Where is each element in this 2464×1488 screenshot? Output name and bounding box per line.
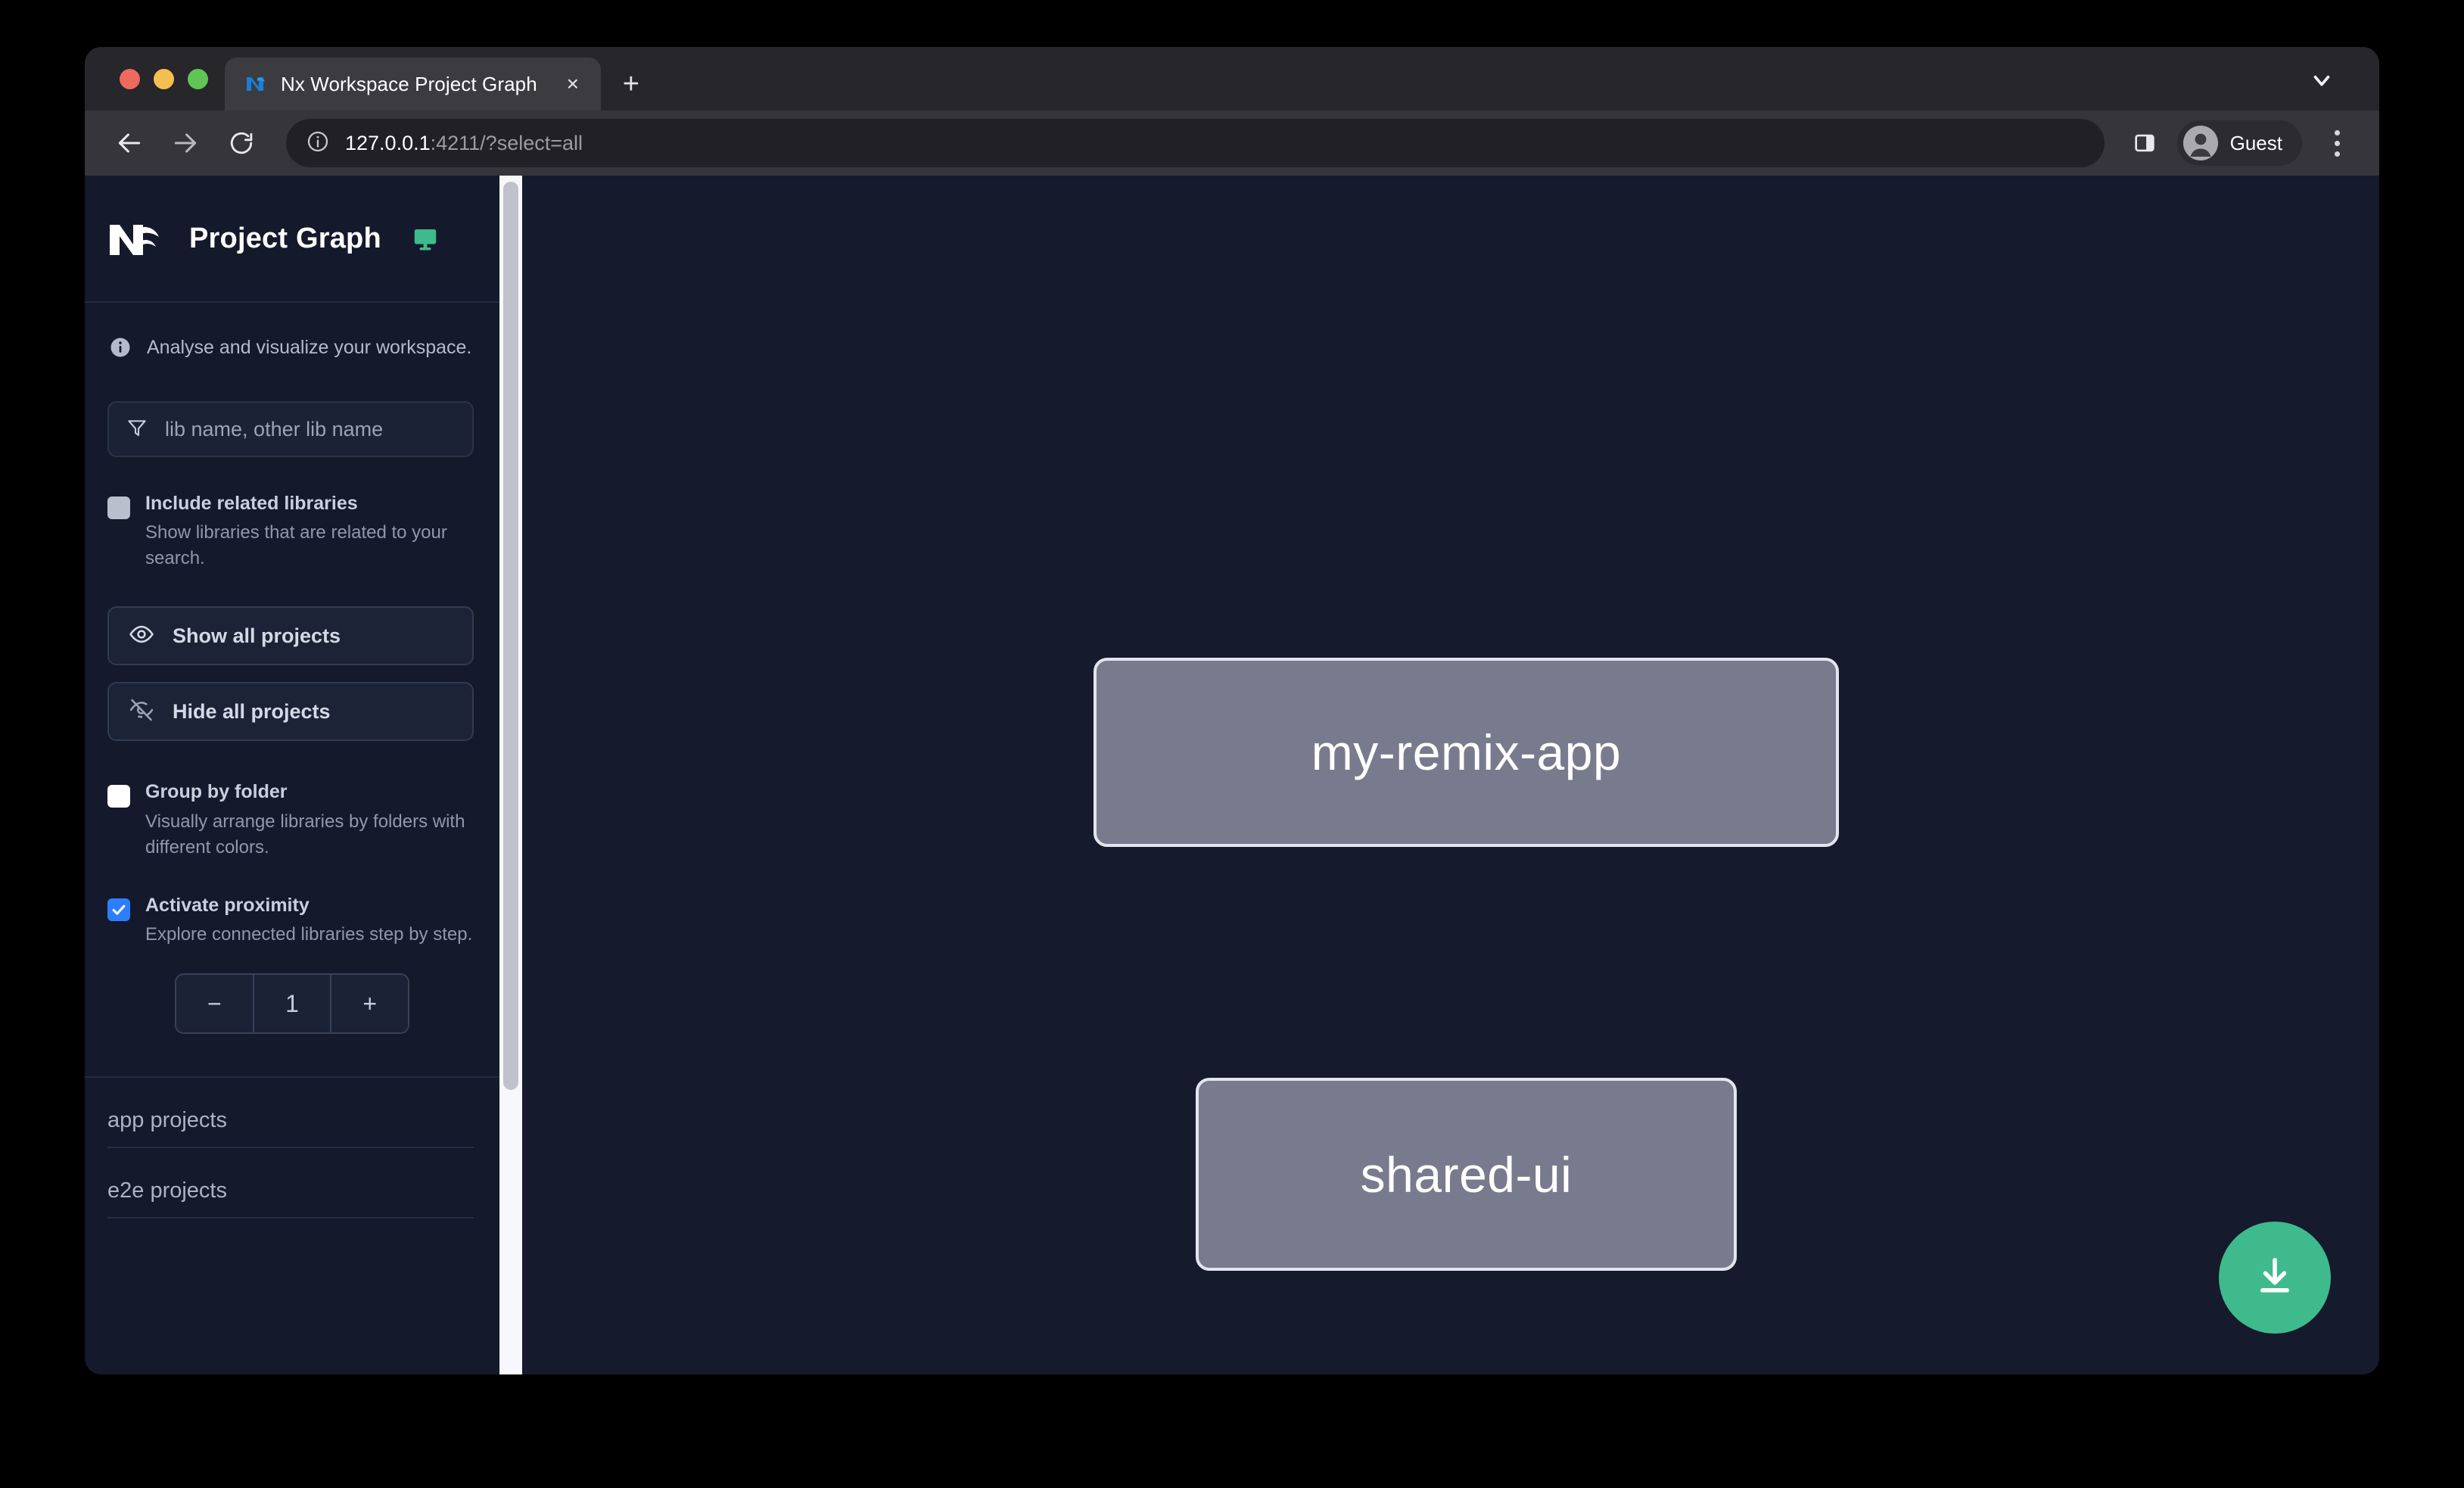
option-description: Explore connected libraries step by step…: [145, 924, 473, 945]
new-tab-button[interactable]: +: [622, 67, 639, 100]
window-traffic-lights: [106, 47, 225, 111]
page-title: Project Graph: [189, 222, 381, 254]
show-all-projects-button[interactable]: Show all projects: [107, 606, 474, 666]
info-circle-icon[interactable]: [306, 129, 330, 157]
download-icon: [2252, 1253, 2298, 1303]
option-group-by-folder[interactable]: Group by folder Visually arrange librari…: [85, 780, 499, 860]
checkbox-group-by-folder[interactable]: [107, 785, 130, 808]
funnel-filter-icon: [126, 416, 148, 443]
maximize-window-button[interactable]: [188, 68, 208, 89]
sidebar-header: Project Graph: [85, 176, 499, 303]
option-text-group: Group by folder Visually arrange librari…: [145, 780, 474, 860]
sidebar-scrollbar[interactable]: [499, 176, 522, 1374]
eye-slash-icon: [129, 697, 154, 727]
sidebar-divider: [85, 1076, 499, 1079]
hide-all-projects-button[interactable]: Hide all projects: [107, 682, 474, 742]
nx-logo-icon: [107, 219, 166, 257]
side-panel-icon[interactable]: [2123, 118, 2167, 168]
profile-name: Guest: [2229, 131, 2282, 154]
graph-node-shared-ui[interactable]: shared-ui: [1196, 1078, 1737, 1271]
option-description: Visually arrange libraries by folders wi…: [145, 811, 465, 858]
option-activate-proximity[interactable]: Activate proximity Explore connected lib…: [85, 894, 499, 948]
browser-tab-active[interactable]: Nx Workspace Project Graph ×: [225, 58, 601, 111]
browser-tab-strip: Nx Workspace Project Graph × +: [85, 47, 2379, 111]
show-all-projects-label: Show all projects: [173, 624, 341, 647]
graph-node-label: shared-ui: [1360, 1146, 1573, 1203]
proximity-stepper: − 1 +: [175, 973, 409, 1035]
project-graph-canvas[interactable]: my-remix-app shared-ui: [522, 176, 2379, 1374]
stepper-decrement-button[interactable]: −: [176, 975, 253, 1033]
reload-icon[interactable]: [216, 118, 266, 168]
kebab-menu-icon[interactable]: [2316, 118, 2358, 168]
eye-icon: [129, 621, 154, 651]
section-title: e2e projects: [107, 1178, 227, 1203]
address-bar[interactable]: 127.0.0.1:4211/?select=all: [286, 119, 2105, 167]
option-label: Activate proximity: [145, 894, 310, 916]
nx-favicon-icon: [244, 73, 267, 95]
section-title: app projects: [107, 1108, 227, 1133]
browser-window: Nx Workspace Project Graph × +: [85, 47, 2379, 1374]
sidebar-scrollbar-thumb[interactable]: [503, 182, 518, 1090]
stepper-value: 1: [252, 975, 331, 1033]
search-input-placeholder: lib name, other lib name: [165, 417, 384, 440]
page-content: Project Graph Analy: [85, 176, 2379, 1374]
sidebar-section-e2e-projects[interactable]: e2e projects: [107, 1148, 474, 1219]
close-icon[interactable]: ×: [566, 72, 579, 95]
person-avatar-icon: [2182, 126, 2218, 160]
sidebar: Project Graph Analy: [85, 176, 499, 1374]
graph-edges: [522, 176, 749, 289]
monitor-icon[interactable]: [412, 225, 439, 252]
stepper-increment-button[interactable]: +: [330, 975, 408, 1033]
url-host: 127.0.0.1: [345, 131, 431, 154]
info-icon: [109, 336, 132, 359]
graph-node-my-remix-app[interactable]: my-remix-app: [1094, 658, 1839, 847]
search-input[interactable]: lib name, other lib name: [107, 401, 474, 457]
sidebar-info-text: Analyse and visualize your workspace.: [147, 336, 472, 358]
checkbox-include-related-libraries[interactable]: [107, 497, 130, 519]
arrow-right-icon[interactable]: [160, 118, 210, 168]
option-description: Show libraries that are related to your …: [145, 522, 447, 569]
option-label: Group by folder: [145, 781, 288, 803]
download-image-button[interactable]: [2219, 1222, 2331, 1334]
option-text-group: Activate proximity Explore connected lib…: [145, 894, 472, 948]
sidebar-section-app-projects[interactable]: app projects: [107, 1078, 474, 1149]
option-text-group: Include related libraries Show libraries…: [145, 492, 474, 571]
sidebar-info-row: Analyse and visualize your workspace.: [85, 303, 499, 359]
checkbox-activate-proximity[interactable]: [107, 898, 130, 921]
minimize-window-button[interactable]: [154, 68, 174, 89]
chevron-down-icon[interactable]: [2308, 67, 2335, 94]
url-rest: :4211/?select=all: [430, 131, 583, 154]
graph-node-label: my-remix-app: [1311, 724, 1622, 780]
close-window-button[interactable]: [120, 68, 140, 89]
arrow-left-icon[interactable]: [104, 118, 154, 168]
browser-toolbar: 127.0.0.1:4211/?select=all Guest: [85, 111, 2379, 176]
option-label: Include related libraries: [145, 493, 358, 514]
address-bar-url: 127.0.0.1:4211/?select=all: [345, 132, 583, 155]
hide-all-projects-label: Hide all projects: [173, 699, 331, 723]
browser-tab-title: Nx Workspace Project Graph: [281, 72, 537, 95]
profile-button[interactable]: Guest: [2176, 120, 2302, 166]
option-include-related-libraries[interactable]: Include related libraries Show libraries…: [85, 492, 499, 571]
